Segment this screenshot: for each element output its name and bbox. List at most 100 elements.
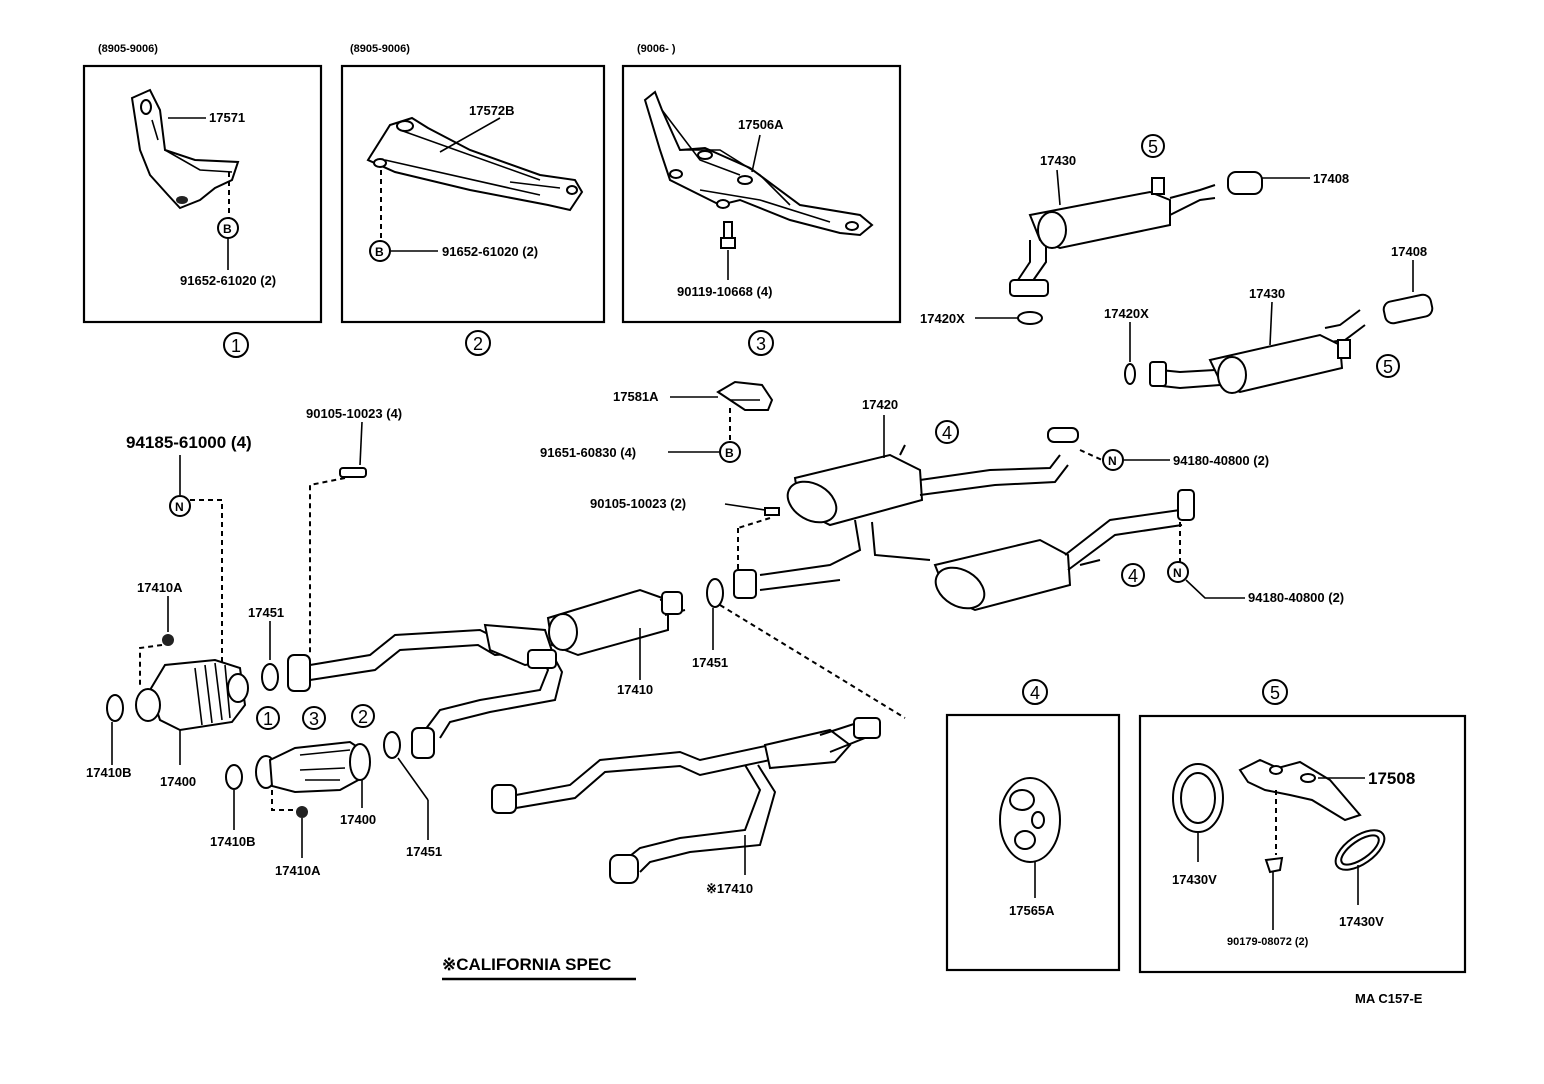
- detail-box-4: 4 17565A: [945, 679, 1121, 972]
- inset-1-frame: [82, 64, 323, 324]
- catalytic-converter-lower: [255, 740, 371, 794]
- index-2: 2: [473, 334, 483, 354]
- bracket-17572b-drawing: [366, 116, 584, 212]
- index-5-detail: 5: [1270, 683, 1280, 703]
- tag-b-heat-shield: [719, 441, 741, 463]
- inset-3-frame: [621, 64, 902, 324]
- label-90105-10023-2: 90105-10023 (2): [590, 496, 686, 511]
- gasket-17451-lower: [383, 731, 401, 759]
- index-circle-4-upper: [935, 420, 959, 444]
- index-4-upper: 4: [942, 423, 952, 443]
- label-17581a: 17581A: [613, 389, 659, 404]
- label-17408-lower: 17408: [1391, 244, 1427, 259]
- tag-n-left-letter: N: [175, 500, 184, 514]
- label-17572b: 17572B: [469, 103, 515, 118]
- inset-3: (9006- ) 17506A 90119-10668 (4) 3: [621, 43, 902, 356]
- diagram-code: MA C157-E: [1355, 991, 1423, 1006]
- california-pipe: ※17410: [491, 717, 881, 896]
- tag-b-inset-1-letter: B: [223, 222, 232, 236]
- label-94180-40800-upper: 94180-40800 (2): [1173, 453, 1269, 468]
- gasket-17451-left: [261, 663, 279, 691]
- label-17410-california: ※17410: [706, 881, 753, 896]
- index-4-detail: 4: [1030, 683, 1040, 703]
- tag-n-upper-right-letter: N: [1108, 454, 1117, 468]
- label-17571: 17571: [209, 110, 245, 125]
- tag-n-left: [169, 495, 191, 517]
- gasket-17410b-upper: [106, 694, 124, 722]
- index-3-main: 3: [309, 709, 319, 729]
- detail-box-5-frame: [1138, 714, 1467, 974]
- hanger-17420x-left: [1017, 311, 1043, 325]
- index-circle-5-detail: [1262, 679, 1288, 705]
- label-17451-right: 17451: [692, 655, 728, 670]
- nut-90179: [1264, 856, 1284, 874]
- tag-b-inset-2-letter: B: [375, 245, 384, 259]
- index-1: 1: [231, 336, 241, 356]
- bracket-17571-drawing: [130, 88, 240, 210]
- muffler-variant-lower: 17408 17420X 17430 5: [1104, 244, 1434, 394]
- index-5-lower: 5: [1383, 357, 1393, 377]
- index-2-main: 2: [358, 707, 368, 727]
- index-circle-4-lower: [1121, 563, 1145, 587]
- tag-n-lower-right-letter: N: [1173, 566, 1182, 580]
- bolt-90105-left: [339, 467, 367, 478]
- label-17506a: 17506A: [738, 117, 784, 132]
- inset-1: (8905-9006) 17571 B 91652-61020 (2) 1: [82, 43, 323, 358]
- inset-2-date-range: (8905-9006): [350, 43, 410, 55]
- index-circle-2-main: [351, 704, 375, 728]
- label-94180-40800-lower: 94180-40800 (2): [1248, 590, 1344, 605]
- tag-b-inset-2: [369, 240, 391, 262]
- label-17410a-lower: 17410A: [275, 863, 321, 878]
- inset-3-date-range: (9006- ): [637, 43, 676, 55]
- heat-shield-group: 17581A B 91651-60830 (4): [540, 380, 774, 463]
- gasket-17410b-lower: [225, 764, 243, 790]
- label-91651-60830: 91651-60830 (4): [540, 445, 636, 460]
- label-17408-upper: 17408: [1313, 171, 1349, 186]
- inset-2: (8905-9006) 17572B B 91652-61020 (2) 2: [340, 43, 606, 356]
- label-17565a: 17565A: [1009, 903, 1055, 918]
- bracket-17506a-drawing: [643, 90, 874, 237]
- index-circle-3: [748, 330, 774, 356]
- label-17410a-upper: 17410A: [137, 580, 183, 595]
- detail-box-4-frame: [945, 713, 1121, 972]
- front-pipe-17410: [287, 588, 686, 759]
- label-17420: 17420: [862, 397, 898, 412]
- index-circle-1: [223, 332, 249, 358]
- label-17430-lower: 17430: [1249, 286, 1285, 301]
- gasket-17451-right: [706, 578, 724, 608]
- hanger-17420x-right: [1124, 363, 1136, 385]
- bracket-17508: [1238, 758, 1362, 822]
- label-90105-10023-4: 90105-10023 (4): [306, 406, 402, 421]
- label-17420x-right: 17420X: [1104, 306, 1149, 321]
- label-90179-08072: 90179-08072 (2): [1227, 936, 1309, 948]
- index-1-main: 1: [263, 709, 273, 729]
- inset-1-date-range: (8905-9006): [98, 43, 158, 55]
- hanger-17565a: [999, 777, 1061, 863]
- label-17410-main: 17410: [617, 682, 653, 697]
- index-4-lower: 4: [1128, 566, 1138, 586]
- inset-2-frame: [340, 64, 606, 324]
- label-17451-left: 17451: [248, 605, 284, 620]
- index-circle-5-lower: [1376, 354, 1400, 378]
- index-circle-3-main: [302, 706, 326, 730]
- label-17430-upper: 17430: [1040, 153, 1076, 168]
- main-exhaust-line: 90105-10023 (4) 94185-61000 (4) N 17410A…: [86, 406, 906, 878]
- label-91652-61020-inset-1: 91652-61020 (2): [180, 273, 276, 288]
- index-circle-5-upper: [1141, 134, 1165, 158]
- label-17400-lower: 17400: [340, 812, 376, 827]
- index-circle-4-detail: [1022, 679, 1048, 705]
- catalytic-converter-upper: [135, 658, 249, 732]
- label-17410b-upper: 17410B: [86, 765, 132, 780]
- index-circle-2: [465, 330, 491, 356]
- nut-17410a-lower: [296, 806, 308, 818]
- california-spec-note: ※CALIFORNIA SPEC: [442, 955, 611, 974]
- index-circle-1-main: [256, 706, 280, 730]
- label-17420x-left: 17420X: [920, 311, 965, 326]
- label-17410b-lower: 17410B: [210, 834, 256, 849]
- label-17430v-right: 17430V: [1339, 914, 1384, 929]
- bolt-90119: [720, 221, 736, 249]
- index-3: 3: [756, 334, 766, 354]
- label-91652-61020-inset-2: 91652-61020 (2): [442, 244, 538, 259]
- bolt-90105-right: [764, 507, 780, 516]
